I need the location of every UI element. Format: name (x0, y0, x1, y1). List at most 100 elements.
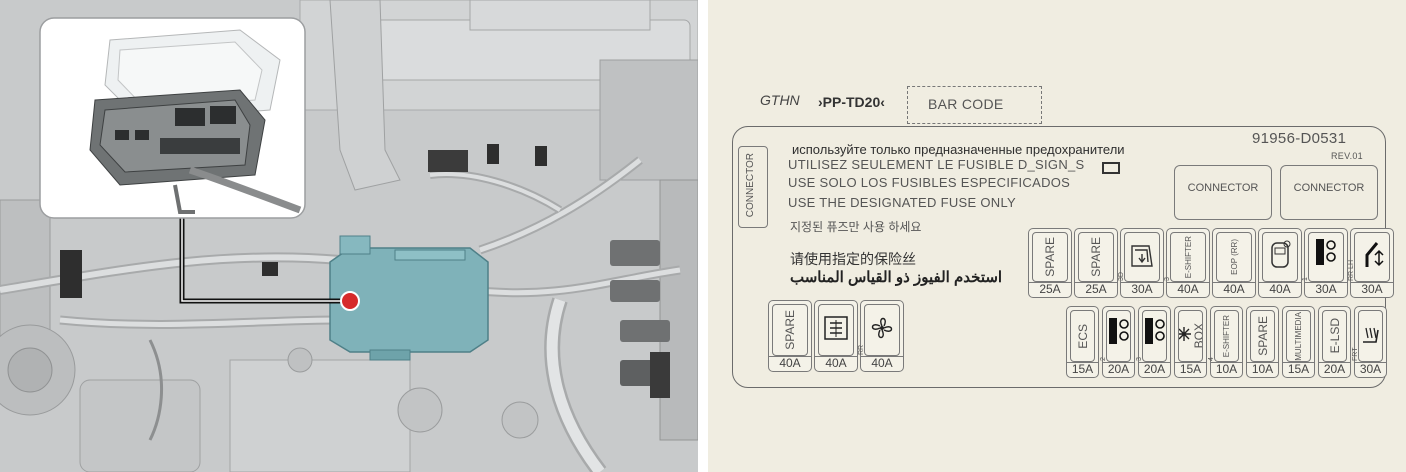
relay-icon (1143, 316, 1166, 357)
fuse-face (1106, 310, 1131, 362)
barcode-area: BAR CODE (907, 86, 1042, 124)
fuse-face (1124, 232, 1160, 282)
car-icon (1267, 238, 1293, 277)
warning-ko: 지정된 퓨즈만 사용 하세요 (790, 220, 922, 234)
fuse-face (1262, 232, 1298, 282)
fuse-sublabel: FRT (1352, 347, 1359, 361)
fuse-amperage: 20A (1139, 362, 1170, 376)
fuse-amperage: 25A (1075, 282, 1117, 296)
fuse-sublabel: 3 (1164, 277, 1171, 281)
fuse-amperage: 10A (1211, 362, 1242, 376)
fuse-face: SPARE (1032, 232, 1068, 282)
fuse-label: SPARE (1043, 237, 1057, 277)
fuse-label: BOX (1191, 323, 1203, 349)
fuse-amperage: 20A (1103, 362, 1134, 376)
fuse-amperage: 40A (815, 356, 857, 370)
left-connector: CONNECTOR (738, 146, 768, 228)
connector-block: CONNECTOR (1174, 165, 1272, 220)
fuse-sublabel: 1 (1302, 277, 1309, 281)
fuse-slot: SPARE 25A (1074, 228, 1118, 298)
fuse-slot: SPARE 25A (1028, 228, 1072, 298)
fuse-amperage: 15A (1175, 362, 1206, 376)
fuse-amperage: 40A (1167, 282, 1209, 296)
fuse-face (864, 304, 900, 356)
fuse-face: SPARE (772, 304, 808, 356)
fuse-amperage: 40A (1259, 282, 1301, 296)
fuse-amperage: 40A (1213, 282, 1255, 296)
fuse-label: E-LSD (1327, 318, 1342, 354)
warning-en: USE THE DESIGNATED FUSE ONLY (788, 195, 1016, 210)
fuse-box-location-illustration (0, 0, 698, 472)
fuse-sublabel: RR LH (1348, 259, 1355, 281)
fuse-face: E-SHIFTER (1170, 232, 1206, 282)
fuse-slot: 40A (1258, 228, 1302, 298)
fuse-sublabel: 3D (1118, 272, 1125, 281)
fuse-label: SPARE (1089, 237, 1103, 277)
fuse-label-panel: GTHN ›PP-TD20‹ BAR CODE 91956-D0531 REV.… (708, 0, 1406, 472)
fuse-label: MULTIMEDIA (1294, 311, 1303, 361)
fuse-label: SPARE (1255, 316, 1270, 356)
fuse-sublabel: 2 (1100, 357, 1107, 361)
fuse-label: ECS (1075, 323, 1090, 349)
fuse-slot: SPARE 40A (768, 300, 812, 372)
relay-icon (1107, 316, 1130, 357)
fuse-face: SPARE (1250, 310, 1275, 362)
snowflake-icon (1179, 326, 1192, 347)
fuse-amperage: 30A (1351, 282, 1393, 296)
warning-es: USE SOLO LOS FUSIBLES ESPECIFICADOS (788, 175, 1071, 190)
fuse-face: E-LSD (1322, 310, 1347, 362)
relay-icon (1312, 237, 1340, 278)
fuse-amperage: 30A (1305, 282, 1347, 296)
seat-icon (1359, 237, 1385, 278)
fuse-sublabel: 3 (1136, 357, 1143, 361)
fuse-slot: BOX 15A (1174, 306, 1207, 378)
warning-zh: 请使用指定的保险丝 (790, 251, 916, 267)
fuse-face: ECS (1070, 310, 1095, 362)
fuse-face: BOX (1178, 310, 1203, 362)
warning-fr: UTILISEZ SEULEMENT LE FUSIBLE D_SIGN_S (788, 157, 1085, 172)
fuse-amperage: 15A (1283, 362, 1314, 376)
fuse-slot: EOP (RR)40A (1212, 228, 1256, 298)
brand-logo: GTHN (760, 92, 800, 108)
connector-block: CONNECTOR (1280, 165, 1378, 220)
rear-defrost-icon (821, 313, 851, 348)
fuse-sublabel: 4 (1208, 357, 1215, 361)
fan-icon (867, 313, 897, 348)
fuse-amperage: 30A (1355, 362, 1386, 376)
fuse-slot: ECS 15A (1066, 306, 1099, 378)
fuse-face (1142, 310, 1167, 362)
fuse-amperage: 20A (1319, 362, 1350, 376)
fuse-symbol-icon (1102, 162, 1120, 174)
fuse-label: SPARE (783, 310, 797, 350)
fuse-label: E-SHIFTER (1183, 235, 1193, 279)
fuse-face (1358, 310, 1383, 362)
part-code: ›PP-TD20‹ (818, 94, 885, 110)
fuse-amperage: 40A (769, 356, 811, 370)
engine-bay-drawing (0, 0, 698, 472)
fuse-face: EOP (RR) (1216, 232, 1252, 282)
fuse-face: E-SHIFTER (1214, 310, 1239, 362)
fuse-label: E-SHIFTER (1222, 314, 1231, 358)
fuse-face (818, 304, 854, 356)
fuse-amperage: 25A (1029, 282, 1071, 296)
fuse-amperage: 15A (1067, 362, 1098, 376)
fuse-sublabel: RR (858, 344, 865, 355)
revision: REV.01 (1331, 151, 1363, 161)
warning-ar: استخدم الفيوز ذو القياس المناسب (790, 269, 1003, 286)
fuse-face: SPARE (1078, 232, 1114, 282)
part-number: 91956-D0531 (1252, 130, 1347, 147)
fuse-slot: 40A (814, 300, 858, 372)
fuse-slot: E-LSD 20A (1318, 306, 1351, 378)
power-window-icon (1129, 240, 1155, 275)
barcode-text: BAR CODE (928, 96, 1004, 112)
fuse-amperage: 40A (861, 356, 903, 370)
